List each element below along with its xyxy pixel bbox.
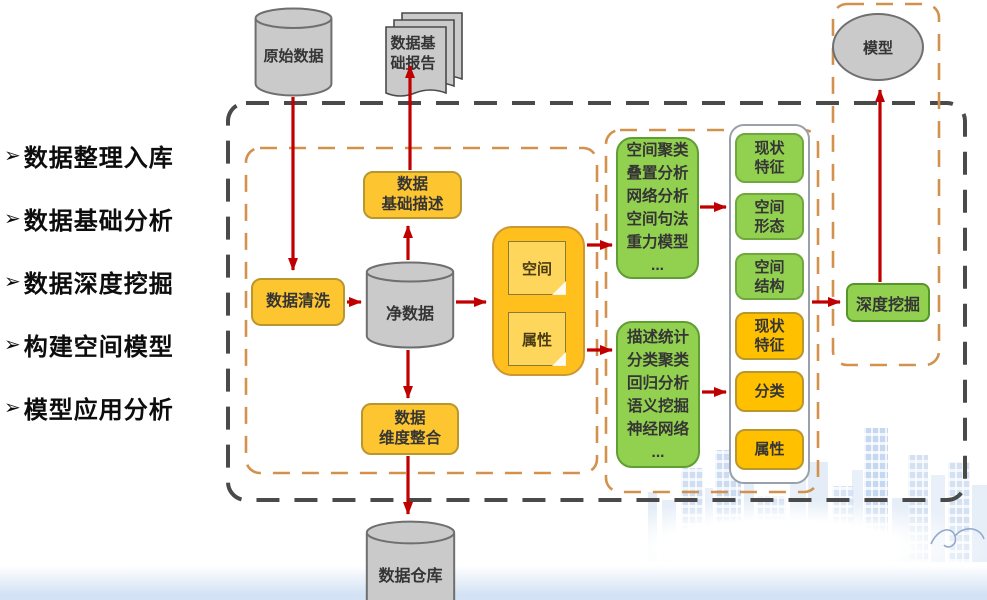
- list-item: ➢模型应用分析: [4, 394, 174, 424]
- feature-box: 空间 结构: [735, 253, 804, 300]
- step-label: 数据深度挖掘: [23, 271, 174, 298]
- arrow-bullet-icon: ➢: [4, 397, 22, 419]
- attribute-methods-box: 描述统计 分类聚类 回归分析 语义挖掘 神经网络 ...: [616, 321, 700, 468]
- feature-box: 空间 形态: [735, 193, 804, 240]
- list-item: ➢数据基础分析: [4, 205, 174, 235]
- feature-box: 分类: [735, 371, 804, 412]
- warehouse-label: 数据仓库: [378, 568, 443, 585]
- dimension-integrate-box: 数据 维度整合: [361, 403, 459, 455]
- feature-box: 现状 特征: [735, 312, 804, 360]
- list-item: ➢数据整理入库: [4, 142, 174, 172]
- basic-describe-box: 数据 基础描述: [363, 171, 462, 219]
- feature-box: 属性: [735, 429, 804, 470]
- scribble-doodle: [930, 528, 985, 548]
- arrow-bullet-icon: ➢: [4, 334, 22, 356]
- step-label: 数据基础分析: [23, 208, 174, 235]
- arrow-bullet-icon: ➢: [4, 208, 22, 230]
- deep-mining-box: 深度挖掘: [846, 283, 930, 322]
- clean-data-label: 净数据: [385, 305, 434, 323]
- spatial-methods-box: 空间聚类 叠置分析 网络分析 空间句法 重力模型 ...: [616, 137, 699, 279]
- data-cleaning-box: 数据清洗: [251, 278, 345, 326]
- clean-data-cylinder: 净数据: [365, 261, 455, 349]
- arrow-bullet-icon: ➢: [4, 145, 22, 167]
- model-ellipse: 模型: [832, 13, 924, 81]
- attribute-doc: 属性: [508, 312, 566, 366]
- step-label: 数据整理入库: [23, 145, 174, 172]
- process-step-list: ➢数据整理入库 ➢数据基础分析 ➢数据深度挖掘 ➢构建空间模型 ➢模型应用分析: [4, 142, 174, 457]
- arrow-bullet-icon: ➢: [4, 271, 22, 293]
- feature-box: 现状 特征: [735, 133, 804, 183]
- raw-data-cylinder: 原始数据: [254, 7, 333, 97]
- basic-report-label: 数据基础报告: [390, 35, 436, 72]
- step-label: 模型应用分析: [23, 397, 174, 424]
- step-label: 构建空间模型: [23, 334, 174, 361]
- list-item: ➢数据深度挖掘: [4, 268, 174, 298]
- list-item: ➢构建空间模型: [4, 331, 174, 361]
- spatial-doc: 空间: [508, 241, 566, 295]
- raw-data-label: 原始数据: [263, 47, 324, 65]
- basic-report-docstack: 数据基础报告: [383, 8, 467, 103]
- warehouse-cylinder: 数据仓库: [365, 520, 456, 600]
